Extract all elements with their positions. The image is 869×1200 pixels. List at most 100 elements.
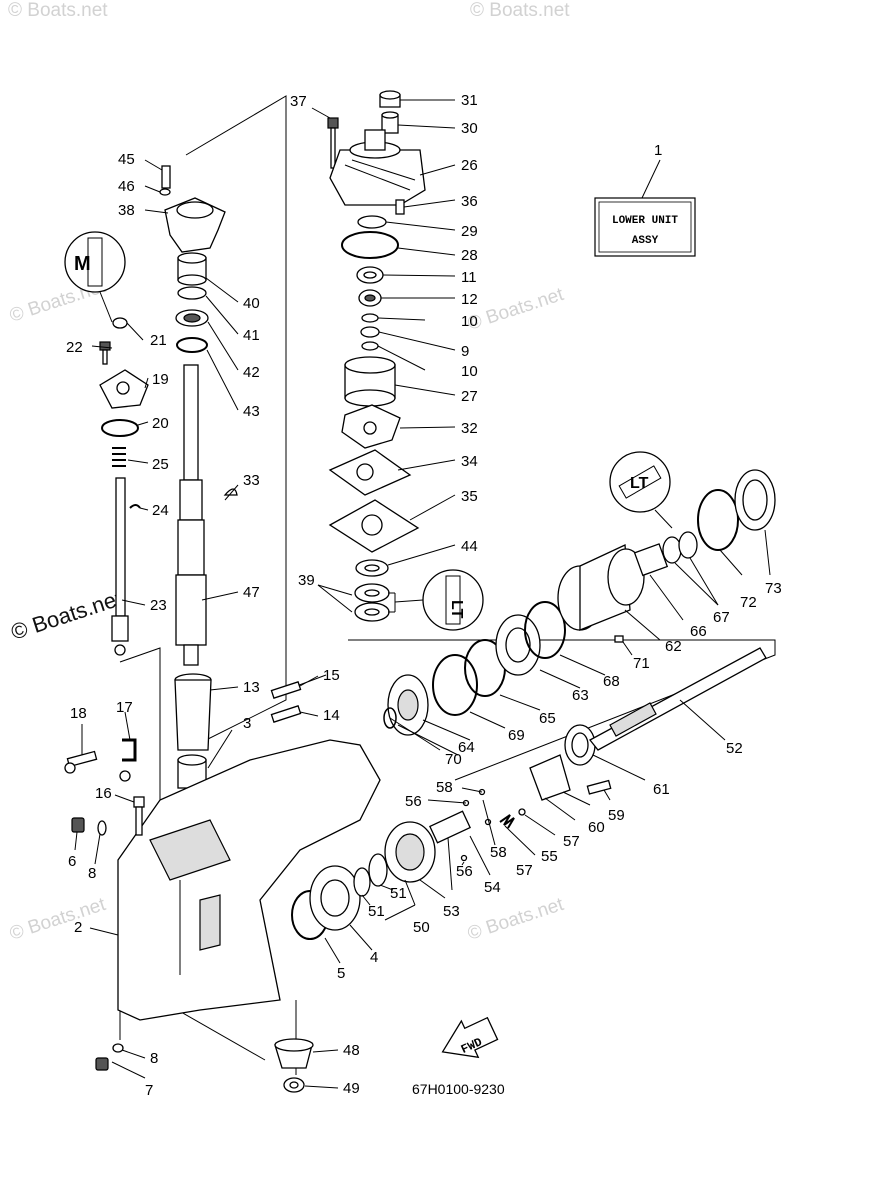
part-nut-49	[283, 1077, 305, 1093]
part-oring-43	[176, 337, 208, 353]
assembly-box-line1: LOWER UNIT	[612, 215, 678, 227]
label-part-59: 59	[608, 807, 625, 824]
label-part-15: 15	[323, 667, 340, 684]
part-pinion-48	[274, 1038, 314, 1069]
label-part-51a: 51	[368, 903, 385, 920]
part-pins-56-58	[460, 788, 492, 862]
part-clutch-54	[429, 810, 471, 844]
label-part-12: 12	[461, 291, 478, 308]
part-bearing-4	[309, 865, 361, 931]
part-washer-8b	[112, 1043, 124, 1053]
label-part-58b: 58	[490, 844, 507, 861]
part-shift-rod-23	[111, 477, 129, 656]
part-bearing-housing-62	[557, 544, 645, 631]
label-part-5: 5	[337, 965, 345, 982]
part-ring-nut-73	[734, 469, 776, 531]
label-part-19: 19	[152, 371, 169, 388]
part-key-33	[223, 488, 238, 496]
label-part-62: 62	[665, 638, 682, 655]
part-spring-61	[564, 724, 596, 766]
part-drive-shaft-47	[175, 364, 207, 666]
label-part-44: 44	[461, 538, 478, 555]
label-part-65: 65	[539, 710, 556, 727]
label-part-1: 1	[654, 142, 662, 159]
part-ball-57	[518, 808, 526, 816]
label-part-72: 72	[740, 594, 757, 611]
label-part-51b: 51	[390, 885, 407, 902]
label-part-16: 16	[95, 785, 112, 802]
watermark: © Boats.net	[8, 0, 108, 21]
part-dog-clutch-60	[529, 754, 571, 801]
label-part-49: 49	[343, 1080, 360, 1097]
label-part-50: 50	[413, 919, 430, 936]
label-part-8a: 8	[88, 865, 96, 882]
part-bearing-51a	[353, 867, 371, 897]
part-bearing-51b	[368, 853, 388, 887]
label-part-57a: 57	[563, 833, 580, 850]
part-clip-24	[129, 504, 141, 509]
parts: FWD	[64, 90, 776, 1093]
label-part-8b: 8	[150, 1050, 158, 1067]
label-part-17: 17	[116, 699, 133, 716]
label-part-36: 36	[461, 193, 478, 210]
label-part-22: 22	[66, 339, 83, 356]
label-part-3: 3	[243, 715, 251, 732]
part-screw-7	[95, 1057, 109, 1071]
part-seals-67	[662, 531, 698, 564]
part-insert-cartridge-27	[344, 356, 396, 407]
label-part-43: 43	[243, 403, 260, 420]
label-part-25: 25	[152, 456, 169, 473]
part-washer-9	[360, 326, 380, 338]
watermark: © Boats.net	[465, 894, 567, 945]
part-key-71	[614, 635, 624, 643]
part-pin-14	[270, 705, 302, 723]
label-part-13: 13	[243, 679, 260, 696]
part-washer-10b	[361, 341, 379, 351]
label-part-53: 53	[443, 903, 460, 920]
label-part-63: 63	[572, 687, 589, 704]
label-part-61: 61	[653, 781, 670, 798]
part-plate-34	[328, 449, 412, 496]
label-part-14: 14	[323, 707, 340, 724]
part-pin-15	[270, 681, 302, 699]
label-part-11: 11	[461, 269, 477, 286]
label-part-30: 30	[461, 120, 478, 137]
label-part-47: 47	[243, 584, 260, 601]
label-part-73: 73	[765, 580, 782, 597]
leader-lines	[74, 99, 771, 1089]
part-bolt-16	[133, 796, 145, 836]
part-sleeve-13	[174, 673, 212, 751]
part-bolt-45	[161, 165, 171, 189]
label-part-31: 31	[461, 92, 478, 109]
label-part-2: 2	[74, 919, 82, 936]
label-part-42: 42	[243, 364, 260, 381]
part-bearing-63	[495, 614, 541, 676]
part-seals-39	[354, 583, 390, 622]
label-part-67: 67	[713, 609, 730, 626]
part-grommet-31	[379, 90, 401, 108]
part-oring-28	[341, 231, 399, 259]
part-screw-6	[71, 817, 85, 833]
part-bolt-22	[99, 341, 111, 365]
label-part-24: 24	[152, 502, 169, 519]
label-part-7: 7	[145, 1082, 153, 1099]
label-part-56a: 56	[405, 793, 422, 810]
part-labels: 1 31 30 26 36 29 28 11 12 10 9 10 27 32 …	[66, 92, 782, 1099]
part-gasket-35	[328, 499, 420, 553]
lube-symbol-lt-mid: LT	[448, 600, 465, 619]
label-part-60: 60	[588, 819, 605, 836]
part-oring-68	[524, 601, 566, 659]
label-part-54: 54	[484, 879, 501, 896]
label-part-66: 66	[690, 623, 707, 640]
watermark: © Boats.net	[7, 894, 109, 945]
part-washer-8a	[97, 820, 107, 836]
part-seal-12	[358, 289, 382, 307]
part-collar-30	[381, 111, 399, 134]
part-spring-25	[112, 447, 126, 467]
part-washer-72	[697, 489, 739, 551]
label-part-34: 34	[461, 453, 478, 470]
assembly-box-line2: ASSY	[632, 235, 659, 247]
part-washer-10a	[361, 313, 379, 323]
fwd-arrow: FWD	[441, 1016, 499, 1059]
